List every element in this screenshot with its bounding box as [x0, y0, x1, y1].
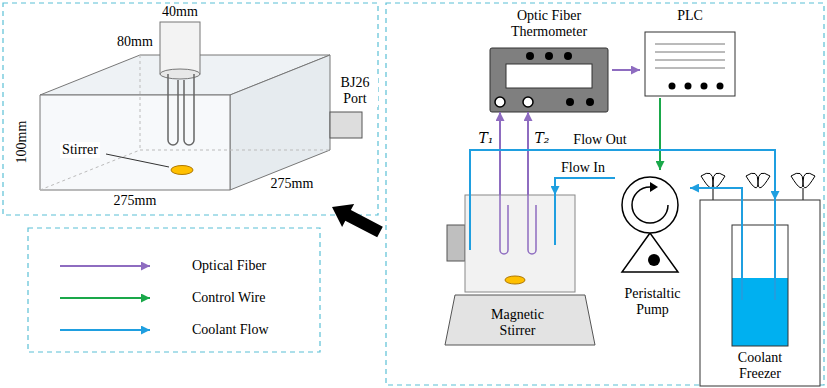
- stir-bar: [171, 166, 193, 175]
- fan-post: [803, 188, 804, 200]
- legend-text: Control Wire: [190, 290, 267, 306]
- dimension: 80mm: [115, 34, 155, 50]
- waveguide-port: [330, 112, 362, 138]
- fiber-probe: [500, 195, 508, 254]
- control-wire: [659, 98, 661, 170]
- pump-motor: [648, 254, 660, 266]
- rotation-arrow: [632, 187, 668, 223]
- pump-device: Peristaltic Pump: [615, 170, 690, 322]
- fiber-port: [523, 97, 533, 107]
- fiber-port: [495, 97, 505, 107]
- thermometer-body: [490, 48, 608, 112]
- knob: [526, 52, 534, 60]
- device-name: Magnetic Stirrer: [478, 307, 558, 339]
- optical-fiber: [527, 112, 529, 195]
- fiber-probe: [528, 195, 536, 254]
- inlet-tube: [554, 195, 556, 245]
- coolant: [732, 278, 788, 346]
- part-name: Stirrer: [60, 142, 100, 158]
- legend-sample: [60, 329, 150, 331]
- cavity-side: [447, 225, 465, 261]
- coolant-tube: [168, 74, 178, 145]
- stirrer-base: [445, 295, 595, 345]
- knob: [566, 98, 574, 106]
- inset-panel: [3, 3, 378, 215]
- plc-terminal: [685, 83, 692, 90]
- fan: [791, 173, 815, 188]
- chimney: [160, 22, 200, 74]
- plc-rule: [655, 68, 725, 69]
- setup-panel: [386, 3, 824, 385]
- device-name: Peristaltic Pump: [617, 286, 689, 318]
- optical-fiber: [499, 112, 501, 195]
- freezer-device: Coolant Freezer: [700, 200, 820, 386]
- device-name: Optic Fiber Thermometer: [494, 8, 604, 40]
- coolant-line: [470, 150, 775, 200]
- part-name: BJ26 Port: [332, 75, 378, 107]
- dimension: 275mm: [269, 176, 316, 192]
- plc-terminal: [717, 83, 724, 90]
- plc-rule: [655, 52, 725, 53]
- knob: [564, 52, 572, 60]
- edge-label: T₁: [477, 130, 496, 146]
- coolant-line: [555, 178, 615, 195]
- plc-rule: [655, 60, 725, 61]
- dimension: 275mm: [112, 193, 159, 209]
- knob: [545, 52, 553, 60]
- coolant-tank: [732, 225, 788, 346]
- edge-label: Flow In: [559, 160, 607, 176]
- plc-body: [645, 32, 735, 96]
- legend-text: Coolant Flow: [190, 322, 271, 338]
- legend-sample: [60, 265, 150, 267]
- rotation-arrowhead: [650, 182, 658, 192]
- coolant-tube: [184, 74, 194, 145]
- plc-terminal: [701, 83, 708, 90]
- stir-bar: [505, 276, 525, 284]
- fan-post: [713, 188, 714, 200]
- legend-sample: [60, 297, 150, 299]
- edge-label: T₂: [533, 130, 552, 146]
- device-name: PLC: [660, 8, 720, 24]
- dip-tube: [774, 200, 776, 300]
- dimension: 100mm: [14, 119, 30, 166]
- device-name: Coolant Freezer: [730, 350, 790, 382]
- leader-line: [106, 154, 169, 167]
- legend-text: Optical Fiber: [190, 258, 268, 274]
- zoom-arrow: [332, 204, 383, 237]
- optical-fiber: [612, 69, 640, 71]
- fan: [746, 173, 770, 188]
- hidden-edge: [140, 150, 330, 151]
- legend-panel: [28, 228, 320, 352]
- box-front-face: [40, 95, 230, 190]
- plc-rule: [655, 44, 725, 45]
- pump-stand: [622, 233, 678, 272]
- hidden-edge: [140, 55, 141, 150]
- box-right-face: [230, 55, 330, 190]
- plc-terminal: [669, 83, 676, 90]
- dip-tube: [741, 200, 743, 300]
- coolant-line: [690, 188, 742, 200]
- pump-head: [622, 177, 678, 233]
- plc-device: PLC: [640, 8, 740, 98]
- fan: [701, 173, 725, 188]
- dimension: 40mm: [160, 4, 200, 20]
- freezer-body: [700, 200, 820, 386]
- edge-label: Flow Out: [571, 132, 628, 148]
- outlet-tube: [469, 195, 471, 250]
- thermometer-device: Optic Fiber Thermometer: [486, 8, 612, 112]
- thermometer-screen: [506, 64, 592, 88]
- cavity-housing: [465, 195, 575, 292]
- knob: [586, 98, 594, 106]
- stirrer-device: Magnetic Stirrer: [440, 195, 595, 345]
